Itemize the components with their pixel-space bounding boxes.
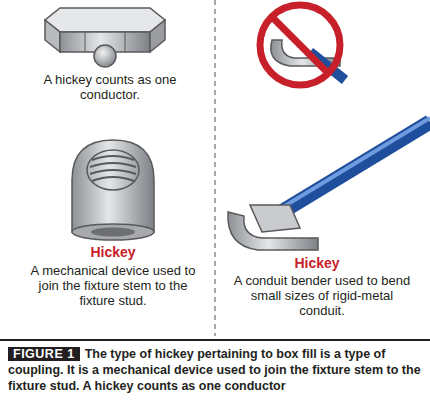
conduit-bender-icon	[228, 118, 430, 250]
part-name: Hickey	[262, 256, 372, 271]
part-name: Hickey	[58, 245, 168, 260]
divider-line	[214, 0, 215, 336]
caption-rule	[0, 339, 430, 341]
hickey-nut-icon	[45, 8, 165, 67]
caption-block: FIGURE 1The type of hickey pertaining to…	[8, 346, 422, 394]
prohibited-tool-icon	[260, 5, 345, 85]
note-text: A hickey counts as one conductor.	[30, 72, 190, 102]
hickey-fitting-icon	[72, 140, 154, 240]
figure-tag: FIGURE 1	[8, 347, 80, 361]
description-text: A mechanical device used to join the fix…	[28, 263, 198, 308]
description-text: A conduit bender used to bend small size…	[232, 273, 412, 318]
